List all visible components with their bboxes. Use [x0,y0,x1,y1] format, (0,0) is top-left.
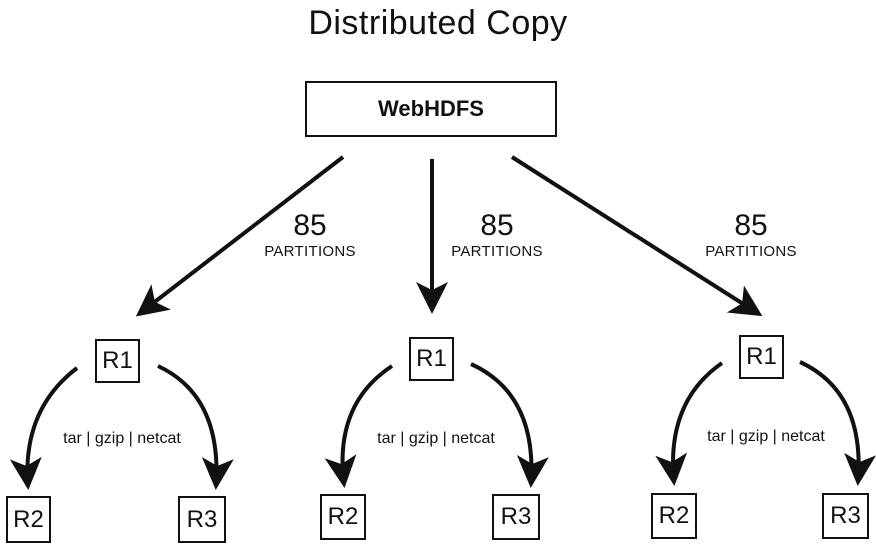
group-3-r3-node: R3 [822,493,869,539]
group-1-r1-label: R1 [102,347,133,374]
group-2-r2-label: R2 [327,503,359,530]
webhdfs-label: WebHDFS [378,96,484,121]
group-1-r2-label: R2 [13,505,44,533]
group-1-r3-node: R3 [178,496,226,543]
edge-label-3-unit: PARTITIONS [705,243,797,260]
group-1-r1-node: R1 [95,339,140,383]
group-1-r2-node: R2 [6,496,51,543]
group-2-command: tar | gzip | netcat [377,430,495,447]
edge-label-1-count: 85 [293,209,327,242]
edge-label-2: 85 PARTITIONS [427,210,567,262]
edge-label-2-unit: PARTITIONS [451,243,543,260]
edge-label-1: 85 PARTITIONS [240,210,380,262]
arrow-root-to-group-1 [135,155,345,317]
group-1-r3-label: R3 [186,505,218,533]
arrow-group1-to-r3 [157,364,234,490]
group-3-r1-node: R1 [739,335,784,379]
arrow-group1-to-r2 [9,366,79,490]
group-2-r3-label: R3 [500,503,532,530]
edge-label-3: 85 PARTITIONS [681,210,821,262]
group-1-command: tar | gzip | netcat [63,430,181,447]
arrow-group3-to-r3 [799,360,876,486]
group-3-r3-label: R3 [830,502,861,529]
webhdfs-node: WebHDFS [305,81,557,137]
arrow-group2-to-r2 [324,364,394,488]
edge-label-2-count: 85 [480,209,514,242]
diagram-title: Distributed Copy [308,4,568,42]
edge-label-3-count: 85 [734,209,768,242]
arrow-root-to-group-3 [510,155,763,317]
edge-label-1-unit: PARTITIONS [264,243,356,260]
group-2-r3-node: R3 [492,494,540,540]
group-3-r2-label: R2 [658,502,690,529]
group-3-r2-node: R2 [651,493,697,539]
arrow-group2-to-r3 [470,362,549,488]
group-2-r1-label: R1 [416,345,447,372]
group-3-r1-label: R1 [746,343,777,370]
group-3-command: tar | gzip | netcat [707,428,825,445]
arrow-group3-to-r2 [655,361,724,486]
group-2-r2-node: R2 [320,494,366,540]
group-2-r1-node: R1 [409,337,454,381]
